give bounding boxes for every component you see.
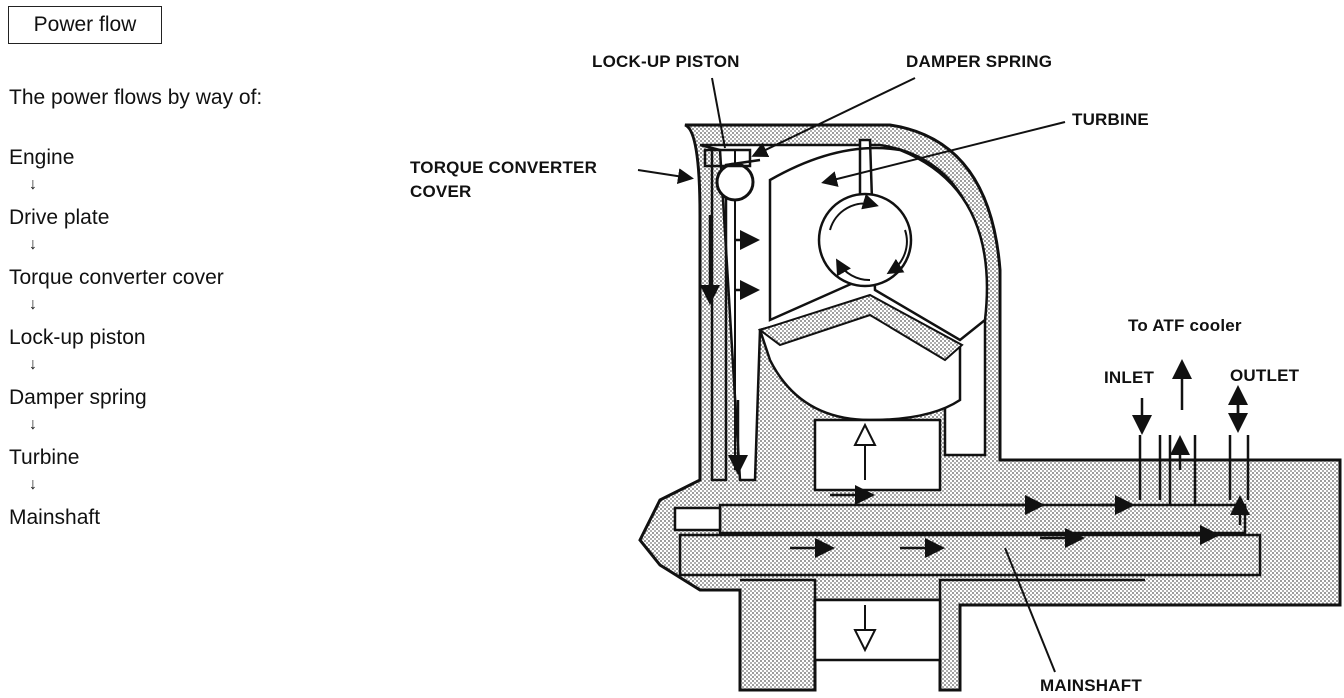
flow-step-drive-plate: Drive plate [9,206,110,229]
label-to-atf-cooler: To ATF cooler [1128,316,1242,335]
label-inlet: INLET [1104,368,1155,387]
label-torque-converter-cover-2: COVER [410,182,472,201]
flow-arrow-down-icon: ↓ [29,356,37,373]
flow-step-lockup-piston: Lock-up piston [9,326,146,349]
hub-block [813,418,942,492]
section-title: Power flow [8,6,162,44]
power-flow-list: Engine ↓ Drive plate ↓ Torque converter … [9,146,224,530]
label-torque-converter-cover-1: TORQUE CONVERTER [410,158,598,177]
flow-step-mainshaft: Mainshaft [9,506,101,529]
flow-step-turbine: Turbine [9,446,80,469]
intro-text: The power flows by way of: [9,86,263,109]
label-mainshaft: MAINSHAFT [1040,676,1142,695]
flow-arrow-down-icon: ↓ [29,476,37,493]
flow-step-damper-spring: Damper spring [9,386,147,409]
flow-arrow-down-icon: ↓ [29,296,37,313]
label-turbine: TURBINE [1072,110,1149,129]
label-damper-spring: DAMPER SPRING [906,52,1053,71]
flow-arrow-down-icon: ↓ [29,236,37,253]
flow-step-torque-converter-cover: Torque converter cover [9,266,224,289]
flow-arrow-down-icon: ↓ [29,416,37,433]
torque-converter-diagram [637,77,1342,692]
flow-arrow-down-icon: ↓ [29,176,37,193]
flow-step-engine: Engine [9,146,75,169]
label-lockup-piston: LOCK-UP PISTON [592,52,740,71]
label-outlet: OUTLET [1230,366,1300,385]
mainshaft [678,533,1262,577]
